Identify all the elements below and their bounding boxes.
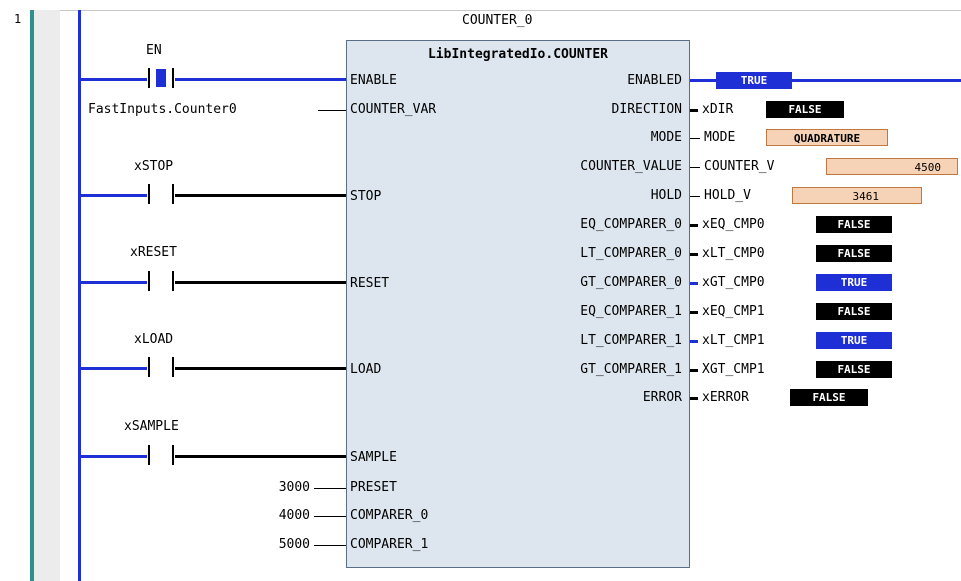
rung-margin bbox=[34, 10, 60, 581]
contact-en[interactable] bbox=[148, 68, 174, 88]
rung-number: 1 bbox=[14, 12, 22, 26]
wire-stop-right bbox=[175, 194, 346, 197]
wire-reset-right bbox=[175, 281, 346, 284]
pin-eq-comparer-1: EQ_COMPARER_1 bbox=[580, 304, 682, 319]
wire-error bbox=[690, 397, 698, 400]
counter-var-source[interactable]: FastInputs.Counter0 bbox=[88, 102, 237, 117]
wire-comparer-0 bbox=[314, 516, 346, 517]
comparer-0-value[interactable]: 4000 bbox=[278, 508, 310, 523]
var-mode[interactable]: MODE bbox=[704, 130, 736, 145]
value-error[interactable]: FALSE bbox=[790, 389, 868, 406]
power-rail-left bbox=[78, 10, 81, 581]
wire-counter-var bbox=[318, 110, 346, 111]
wire-en-right bbox=[175, 78, 346, 81]
pin-direction: DIRECTION bbox=[611, 102, 682, 117]
value-direction[interactable]: FALSE bbox=[766, 101, 844, 118]
value-mode[interactable]: QUADRATURE bbox=[766, 129, 888, 146]
pin-error: ERROR bbox=[642, 390, 682, 405]
pin-mode: MODE bbox=[650, 130, 682, 145]
pin-lt-comparer-0: LT_COMPARER_0 bbox=[580, 246, 682, 261]
contact-label-stop: xSTOP bbox=[134, 159, 174, 174]
value-hold[interactable]: 3461 bbox=[792, 187, 922, 204]
pin-sample: SAMPLE bbox=[350, 450, 397, 465]
var-hold[interactable]: HOLD_V bbox=[704, 188, 751, 203]
pin-preset: PRESET bbox=[350, 480, 397, 495]
pin-comparer-1: COMPARER_1 bbox=[350, 537, 429, 552]
pin-enable: ENABLE bbox=[350, 73, 397, 88]
contact-sample[interactable] bbox=[148, 445, 174, 465]
value-eq-comparer-0[interactable]: FALSE bbox=[816, 216, 892, 233]
pin-counter-var: COUNTER_VAR bbox=[350, 102, 437, 117]
contact-stop[interactable] bbox=[148, 184, 174, 204]
contact-label-load: xLOAD bbox=[134, 332, 174, 347]
var-counter-value[interactable]: COUNTER_V bbox=[704, 159, 775, 174]
var-error[interactable]: xERROR bbox=[702, 390, 749, 405]
rung-top-border bbox=[60, 10, 961, 11]
pin-eq-comparer-0: EQ_COMPARER_0 bbox=[580, 217, 682, 232]
contact-label-reset: xRESET bbox=[130, 245, 177, 260]
comparer-1-value[interactable]: 5000 bbox=[278, 537, 310, 552]
block-type-title: LibIntegratedIo.COUNTER bbox=[427, 47, 608, 62]
wire-hold bbox=[690, 196, 700, 197]
value-enabled[interactable]: TRUE bbox=[716, 72, 792, 89]
wire-eq-comparer-1 bbox=[690, 311, 698, 314]
wire-mode bbox=[690, 138, 700, 139]
wire-sample-left bbox=[81, 455, 147, 458]
wire-gt-comparer-0 bbox=[690, 282, 698, 285]
wire-load-right bbox=[175, 367, 346, 370]
contact-load[interactable] bbox=[148, 357, 174, 377]
value-counter-value[interactable]: 4500 bbox=[826, 158, 958, 175]
function-block-counter[interactable]: LibIntegratedIo.COUNTER bbox=[346, 40, 690, 568]
pin-stop: STOP bbox=[350, 189, 382, 204]
wire-gt-comparer-1 bbox=[690, 369, 698, 372]
var-gt-comparer-0[interactable]: xGT_CMP0 bbox=[702, 275, 765, 290]
var-eq-comparer-1[interactable]: xEQ_CMP1 bbox=[702, 304, 765, 319]
wire-load-left bbox=[81, 367, 147, 370]
wire-lt-comparer-1 bbox=[690, 340, 698, 343]
pin-gt-comparer-1: GT_COMPARER_1 bbox=[580, 362, 682, 377]
var-lt-comparer-1[interactable]: xLT_CMP1 bbox=[702, 333, 765, 348]
gutter-bar bbox=[30, 10, 34, 581]
pin-gt-comparer-0: GT_COMPARER_0 bbox=[580, 275, 682, 290]
wire-direction bbox=[690, 109, 698, 112]
value-gt-comparer-0[interactable]: TRUE bbox=[816, 274, 892, 291]
contact-reset[interactable] bbox=[148, 271, 174, 291]
value-lt-comparer-0[interactable]: FALSE bbox=[816, 245, 892, 262]
var-lt-comparer-0[interactable]: xLT_CMP0 bbox=[702, 246, 765, 261]
wire-comparer-1 bbox=[314, 545, 346, 546]
wire-enabled bbox=[690, 79, 961, 82]
wire-en-left bbox=[81, 78, 147, 81]
instance-name[interactable]: COUNTER_0 bbox=[462, 13, 533, 28]
var-direction[interactable]: xDIR bbox=[702, 102, 734, 117]
value-eq-comparer-1[interactable]: FALSE bbox=[816, 303, 892, 320]
pin-enabled: ENABLED bbox=[627, 73, 682, 88]
line-number-gutter bbox=[0, 0, 34, 581]
wire-reset-left bbox=[81, 281, 147, 284]
preset-value[interactable]: 3000 bbox=[278, 480, 310, 495]
wire-eq-comparer-0 bbox=[690, 224, 698, 227]
wire-stop-left bbox=[81, 194, 147, 197]
contact-label-sample: xSAMPLE bbox=[124, 419, 179, 434]
pin-counter-value: COUNTER_VALUE bbox=[580, 159, 682, 174]
contact-label-en: EN bbox=[146, 43, 162, 58]
pin-hold: HOLD bbox=[650, 188, 682, 203]
wire-preset bbox=[314, 488, 346, 489]
var-gt-comparer-1[interactable]: XGT_CMP1 bbox=[702, 362, 765, 377]
wire-counter-value bbox=[690, 167, 700, 168]
var-eq-comparer-0[interactable]: xEQ_CMP0 bbox=[702, 217, 765, 232]
pin-reset: RESET bbox=[350, 276, 390, 291]
value-gt-comparer-1[interactable]: FALSE bbox=[816, 361, 892, 378]
pin-load: LOAD bbox=[350, 362, 382, 377]
wire-sample-right bbox=[175, 455, 346, 458]
wire-lt-comparer-0 bbox=[690, 253, 698, 256]
value-lt-comparer-1[interactable]: TRUE bbox=[816, 332, 892, 349]
pin-comparer-0: COMPARER_0 bbox=[350, 508, 429, 523]
pin-lt-comparer-1: LT_COMPARER_1 bbox=[580, 333, 682, 348]
